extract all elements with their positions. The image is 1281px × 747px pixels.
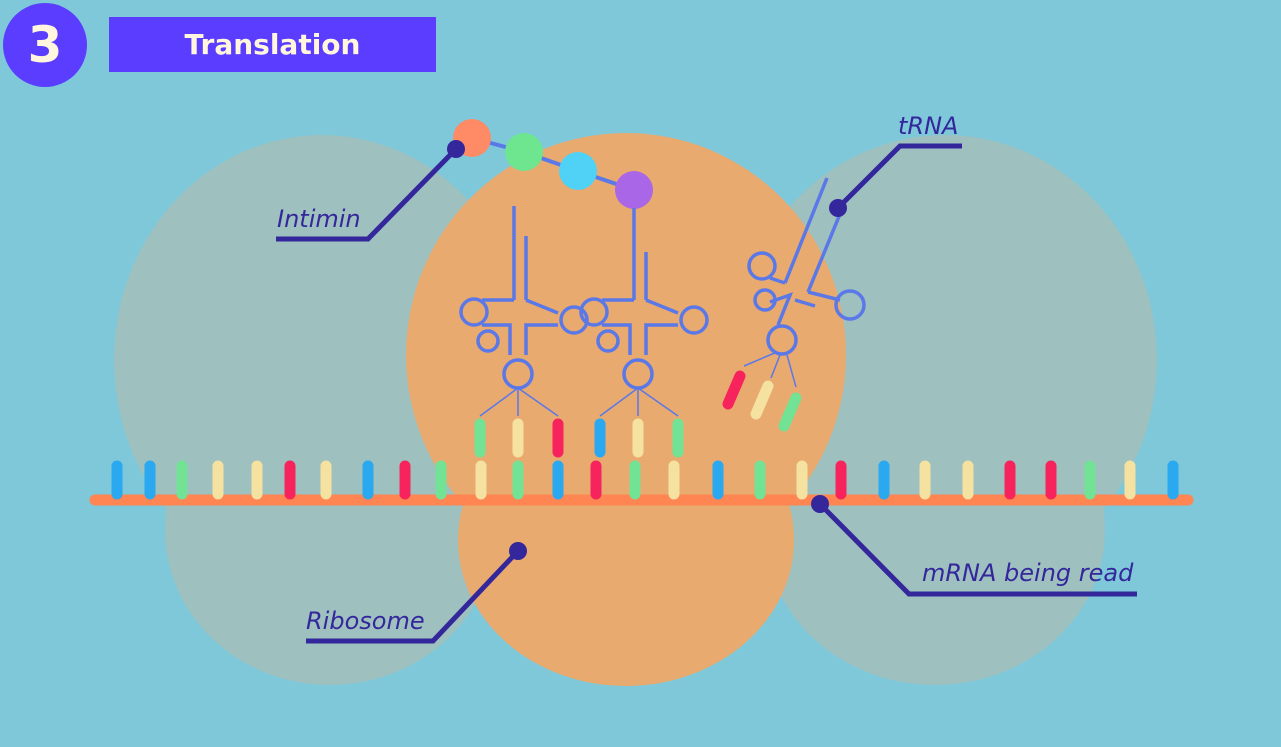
label-trna: tRNA: [829, 112, 962, 217]
amino-acid: [615, 171, 653, 209]
step-number-badge: 3: [3, 3, 87, 87]
trna-leader-dot: [829, 199, 847, 217]
label-mrna: mRNA being read: [811, 495, 1137, 597]
amino-acid: [559, 152, 597, 190]
ribosome-leader-line: [306, 549, 520, 644]
trna-leader-line: [836, 143, 962, 210]
trna-molecule-leaving: [722, 177, 866, 432]
ribosome-small-subunit: [458, 394, 794, 686]
label-ribosome: Ribosome: [306, 542, 527, 644]
page-title: Translation: [184, 28, 361, 61]
trna-group: [459, 177, 866, 458]
peptide-bond-line: [471, 136, 635, 192]
step-number: 3: [27, 16, 63, 74]
title-banner: Translation: [109, 17, 436, 72]
trna-anticodon-base: [750, 380, 774, 420]
intimin-label: Intimin: [277, 205, 361, 233]
trna-label: tRNA: [898, 112, 958, 140]
ribosome-label: Ribosome: [306, 607, 425, 635]
ribosome-leader-dot: [509, 542, 527, 560]
amino-acid-chain: [453, 119, 653, 222]
ribosome-right-lobe-lower: [765, 375, 1105, 685]
mrna-label: mRNA being read: [922, 559, 1134, 587]
mrna-bases: [111, 460, 1179, 500]
trna-anticodon-base: [778, 392, 802, 432]
trna-molecule: [459, 206, 589, 458]
mrna-leader-line: [818, 502, 1137, 597]
trna-anticodon-base: [722, 370, 746, 410]
trna-molecule: [579, 222, 709, 458]
intimin-leader-dot: [447, 140, 465, 158]
mrna-leader-dot: [811, 495, 829, 513]
label-intimin: Intimin: [276, 140, 465, 242]
ribosome-left-lobe-lower: [165, 375, 495, 685]
amino-acid: [505, 133, 543, 171]
intimin-leader-line: [276, 147, 458, 242]
